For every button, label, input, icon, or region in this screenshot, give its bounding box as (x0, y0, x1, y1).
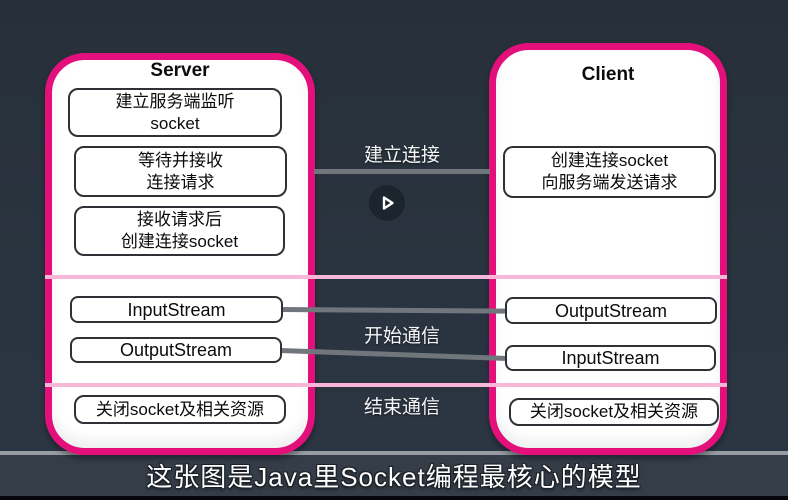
letterbox-bottom (0, 496, 788, 500)
client-title: Client (581, 64, 635, 85)
label-start-communication: 开始通信 (363, 326, 440, 347)
client-panel (489, 43, 727, 455)
subtitle-text: 这张图是Java里Socket编程最核心的模型 (146, 462, 642, 492)
server-inputstream-node: InputStream (70, 296, 283, 323)
server-step-create-socket: 接收请求后 创建连接socket (74, 206, 285, 256)
label-end-communication: 结束通信 (363, 397, 440, 418)
server-close-node: 关闭socket及相关资源 (74, 395, 286, 424)
server-title: Server (150, 60, 210, 81)
play-icon (382, 196, 394, 210)
label-establish-connection: 建立连接 (363, 145, 440, 166)
connector-establish-line (314, 169, 490, 174)
client-close-node: 关闭socket及相关资源 (509, 398, 719, 426)
client-step-create-socket: 创建连接socket 向服务端发送请求 (503, 146, 716, 198)
client-outputstream-node: OutputStream (505, 297, 717, 324)
phase-separator-top (45, 275, 727, 279)
caption-top-strip (0, 451, 788, 455)
server-step-wait-accept: 等待并接收 连接请求 (74, 146, 287, 197)
server-step-listen-socket: 建立服务端监听 socket (68, 88, 282, 137)
client-inputstream-node: InputStream (505, 345, 716, 371)
server-outputstream-node: OutputStream (70, 337, 282, 363)
subtitle-bar: 这张图是Java里Socket编程最核心的模型 (0, 455, 788, 496)
play-button[interactable] (369, 185, 405, 221)
phase-separator-bottom (45, 383, 727, 387)
